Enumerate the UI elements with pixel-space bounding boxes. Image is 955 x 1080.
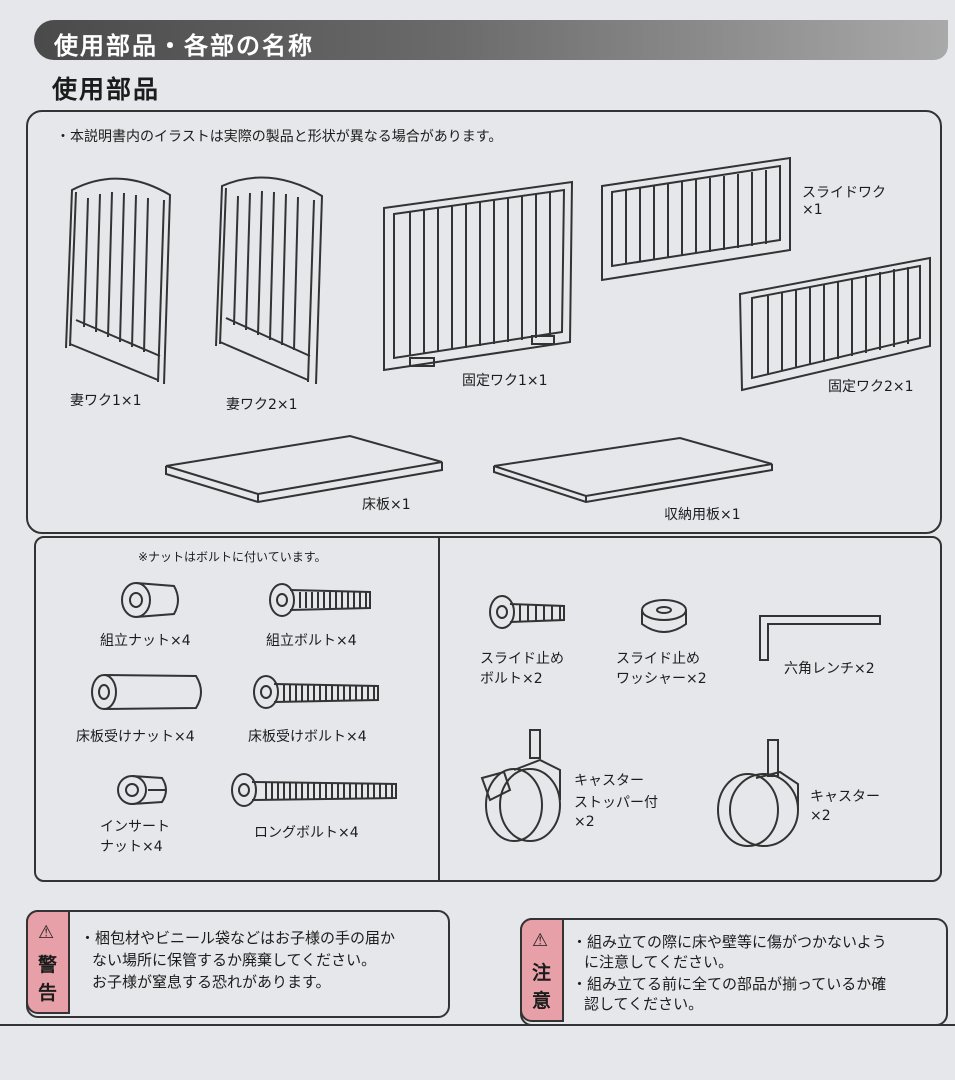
section-title: 使用部品 <box>52 75 161 104</box>
warning-line-2: ない場所に保管するか廃棄してください。 <box>92 951 377 969</box>
caution-line-2: に注意してください。 <box>584 953 734 971</box>
floor-board-illustration <box>165 434 443 504</box>
warning-title-1: 警 <box>38 954 58 976</box>
caution-side: ⚠ 注 意 <box>520 918 564 1022</box>
fixed-frame-2-illustration <box>738 256 931 392</box>
slide-washer-label-1: スライド止め <box>616 651 700 667</box>
slide-washer-label-2: ワッシャー×2 <box>616 671 707 687</box>
nut-note: ※ナットはボルトに付いています。 <box>138 550 327 564</box>
assembly-nut-label: 組立ナット×4 <box>100 633 191 649</box>
storage-board-label: 収納用板×1 <box>664 507 741 523</box>
end-frame-1-illustration <box>65 177 172 385</box>
end-frame-2-illustration <box>215 176 324 385</box>
insert-nut-illustration <box>117 775 167 805</box>
caster-illustration <box>717 739 799 847</box>
hardware-box <box>34 536 942 882</box>
caster-stopper-label-2: ストッパー付 <box>574 795 658 811</box>
assembly-bolt-label: 組立ボルト×4 <box>266 633 357 649</box>
floor-nut-illustration <box>91 674 202 710</box>
caution-line-4: 認してください。 <box>584 995 704 1013</box>
fixed-frame-1-illustration <box>383 180 574 372</box>
floor-bolt-illustration <box>253 675 379 709</box>
warning-side: ⚠ 警 告 <box>26 910 70 1014</box>
slide-frame-illustration <box>601 156 791 282</box>
assembly-bolt-illustration <box>269 583 371 617</box>
storage-board-illustration <box>493 436 773 504</box>
caution-line-3: ・組み立てる前に全ての部品が揃っているか確 <box>572 975 887 993</box>
warning-title-2: 告 <box>38 982 58 1004</box>
insert-nut-label-2: ナット×4 <box>100 839 163 855</box>
hex-wrench-illustration <box>759 615 881 661</box>
floor-bolt-label: 床板受けボルト×4 <box>248 729 367 745</box>
warning-triangle-icon: ⚠ <box>532 930 549 951</box>
caution-title-1: 注 <box>532 962 552 984</box>
caster-stopper-label-3: ×2 <box>574 814 595 830</box>
illustration-note: ・本説明書内のイラストは実際の製品と形状が異なる場合があります。 <box>56 129 503 145</box>
assembly-nut-illustration <box>121 582 179 618</box>
warning-line-3: お子様が窒息する恐れがあります。 <box>92 973 331 991</box>
caster-stopper-illustration <box>480 729 561 842</box>
floor-board-label: 床板×1 <box>362 497 411 513</box>
slide-bolt-label-2: ボルト×2 <box>480 671 543 687</box>
caster-label-1: キャスター <box>810 789 880 805</box>
caution-line-1: ・組み立ての際に床や壁等に傷がつかないよう <box>572 933 887 951</box>
hardware-divider <box>438 536 440 880</box>
header-bar: 使用部品・各部の名称 <box>34 20 948 60</box>
slide-bolt-illustration <box>489 595 565 629</box>
header-title: 使用部品・各部の名称 <box>54 32 314 60</box>
caster-stopper-label-1: キャスター <box>574 773 644 789</box>
fixed-frame-1-label: 固定ワク1×1 <box>462 373 548 389</box>
slide-bolt-label-1: スライド止め <box>480 651 564 667</box>
insert-nut-label-1: インサート <box>100 819 170 835</box>
floor-nut-label: 床板受けナット×4 <box>76 729 195 745</box>
hex-wrench-label: 六角レンチ×2 <box>784 661 875 677</box>
slide-frame-qty: ×1 <box>802 202 823 218</box>
parts-box <box>26 110 942 534</box>
warning-line-1: ・梱包材やビニール袋などはお子様の手の届か <box>80 929 396 947</box>
slide-frame-label: スライドワク <box>802 185 886 201</box>
caution-title-2: 意 <box>532 990 552 1012</box>
end-frame-2-label: 妻ワク2×1 <box>226 397 298 413</box>
slide-washer-illustration <box>641 599 687 633</box>
end-frame-1-label: 妻ワク1×1 <box>70 393 142 409</box>
bottom-rule <box>0 1024 955 1026</box>
fixed-frame-2-label: 固定ワク2×1 <box>828 379 914 395</box>
caster-label-2: ×2 <box>810 808 831 824</box>
warning-triangle-icon: ⚠ <box>38 922 55 943</box>
long-bolt-label: ロングボルト×4 <box>254 825 359 841</box>
long-bolt-illustration <box>231 773 397 807</box>
